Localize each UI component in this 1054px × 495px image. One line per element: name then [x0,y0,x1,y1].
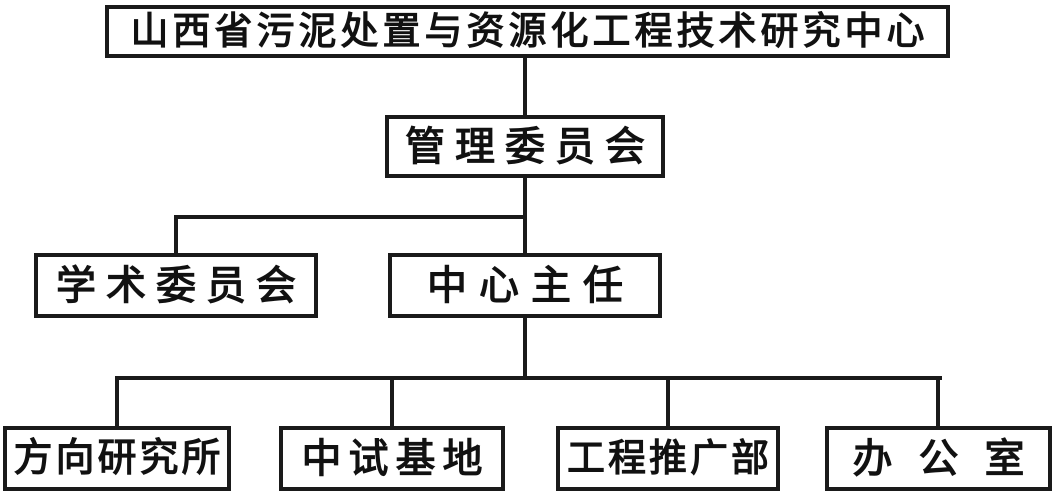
org-node-root: 山西省污泥处置与资源化工程技术研究中心 [105,5,950,58]
connector-drop-pilot-base [390,376,394,426]
connector-root-to-management [523,58,527,115]
org-node-management-committee: 管理委员会 [385,115,665,178]
connector-drop-engineering-dept [666,376,670,426]
org-node-pilot-test-base-label: 中试基地 [301,435,490,481]
org-node-engineering-promotion-dept-label: 工程推广部 [566,437,772,480]
connector-distribution-line [115,376,942,380]
org-node-direction-research-institute-label: 方向研究所 [13,437,224,480]
connector-drop-research-institute [115,376,119,426]
org-node-root-label: 山西省污泥处置与资源化工程技术研究中心 [130,10,929,53]
connector-director-down [523,318,527,376]
connector-drop-office [936,376,940,426]
org-node-office: 办 公 室 [825,426,1052,491]
org-node-management-committee-label: 管理委员会 [405,123,655,169]
org-node-center-director: 中心主任 [388,253,662,318]
org-node-engineering-promotion-dept: 工程推广部 [556,426,780,491]
org-node-pilot-test-base: 中试基地 [279,426,505,491]
org-node-office-label: 办 公 室 [852,435,1033,481]
connector-drop-academic [174,215,178,253]
org-node-academic-committee-label: 学术委员会 [56,262,306,308]
org-node-center-director-label: 中心主任 [427,262,635,308]
connector-branch-to-academic [174,215,527,219]
org-node-direction-research-institute: 方向研究所 [3,426,231,491]
org-node-academic-committee: 学术委员会 [34,253,318,318]
